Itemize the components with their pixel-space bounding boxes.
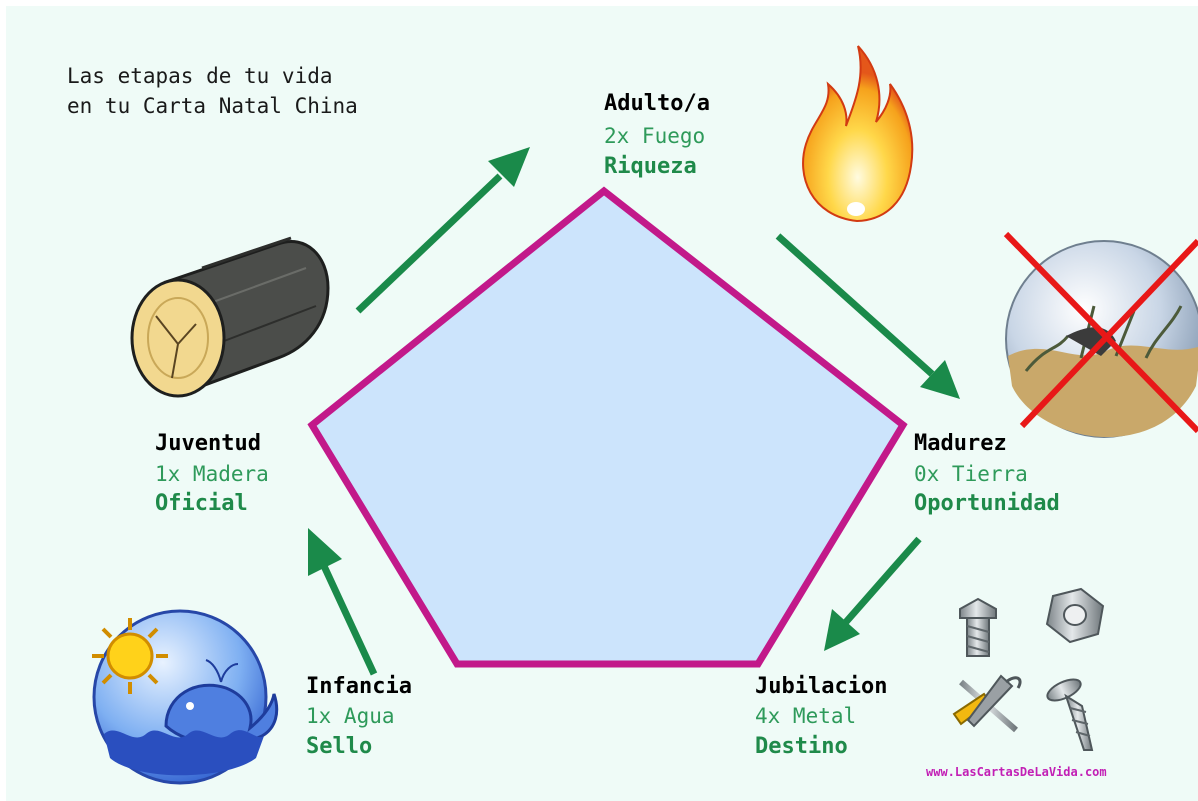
bolt-icon <box>959 597 997 657</box>
nut-icon <box>1045 587 1105 644</box>
website-watermark: www.LasCartasDeLaVida.com <box>926 765 1107 779</box>
stage-element-juventud: 1x Madera <box>155 462 269 486</box>
stage-name-madurez: Madurez <box>914 431 1007 456</box>
stage-name-jubilacion: Jubilacion <box>755 674 888 699</box>
arrow-adulto-to-madurez <box>775 233 960 399</box>
diagram-title-line-1: Las etapas de tu vida <box>67 64 333 88</box>
diagram-title-line-2: en tu Carta Natal China <box>67 94 358 118</box>
stage-element-adulto: 2x Fuego <box>604 124 706 148</box>
arrow-infancia-to-juventud <box>308 528 378 676</box>
fire-icon <box>802 45 914 223</box>
wood-icon <box>130 236 330 398</box>
stage-name-infancia: Infancia <box>306 674 412 699</box>
stage-name-adulto: Adulto/a <box>604 91 710 116</box>
stage-name-juventud: Juventud <box>155 431 261 456</box>
metal-icon <box>952 587 1105 751</box>
earth-crossed-out-mark <box>1003 231 1198 434</box>
stage-aspect-infancia: Sello <box>306 734 373 759</box>
arrow-madurez-to-jubilacion <box>824 536 922 651</box>
arrow-juventud-to-adulto <box>355 147 530 314</box>
stage-aspect-madurez: Oportunidad <box>914 491 1060 516</box>
stage-aspect-juventud: Oficial <box>155 491 248 516</box>
water-icon <box>92 609 279 785</box>
stage-aspect-jubilacion: Destino <box>755 734 848 759</box>
stage-aspect-adulto: Riqueza <box>604 154 697 179</box>
screw-icon <box>1046 678 1094 751</box>
five-elements-pentagon <box>307 186 908 668</box>
stage-element-madurez: 0x Tierra <box>914 462 1028 486</box>
diagram-panel: Las etapas de tu vida en tu Carta Natal … <box>6 6 1198 801</box>
stage-element-infancia: 1x Agua <box>306 704 395 728</box>
screwdriver-icon <box>952 674 1022 733</box>
sun-icon <box>92 618 168 694</box>
stages-cycle-diagram <box>92 45 1198 785</box>
stage-element-jubilacion: 4x Metal <box>755 704 857 728</box>
